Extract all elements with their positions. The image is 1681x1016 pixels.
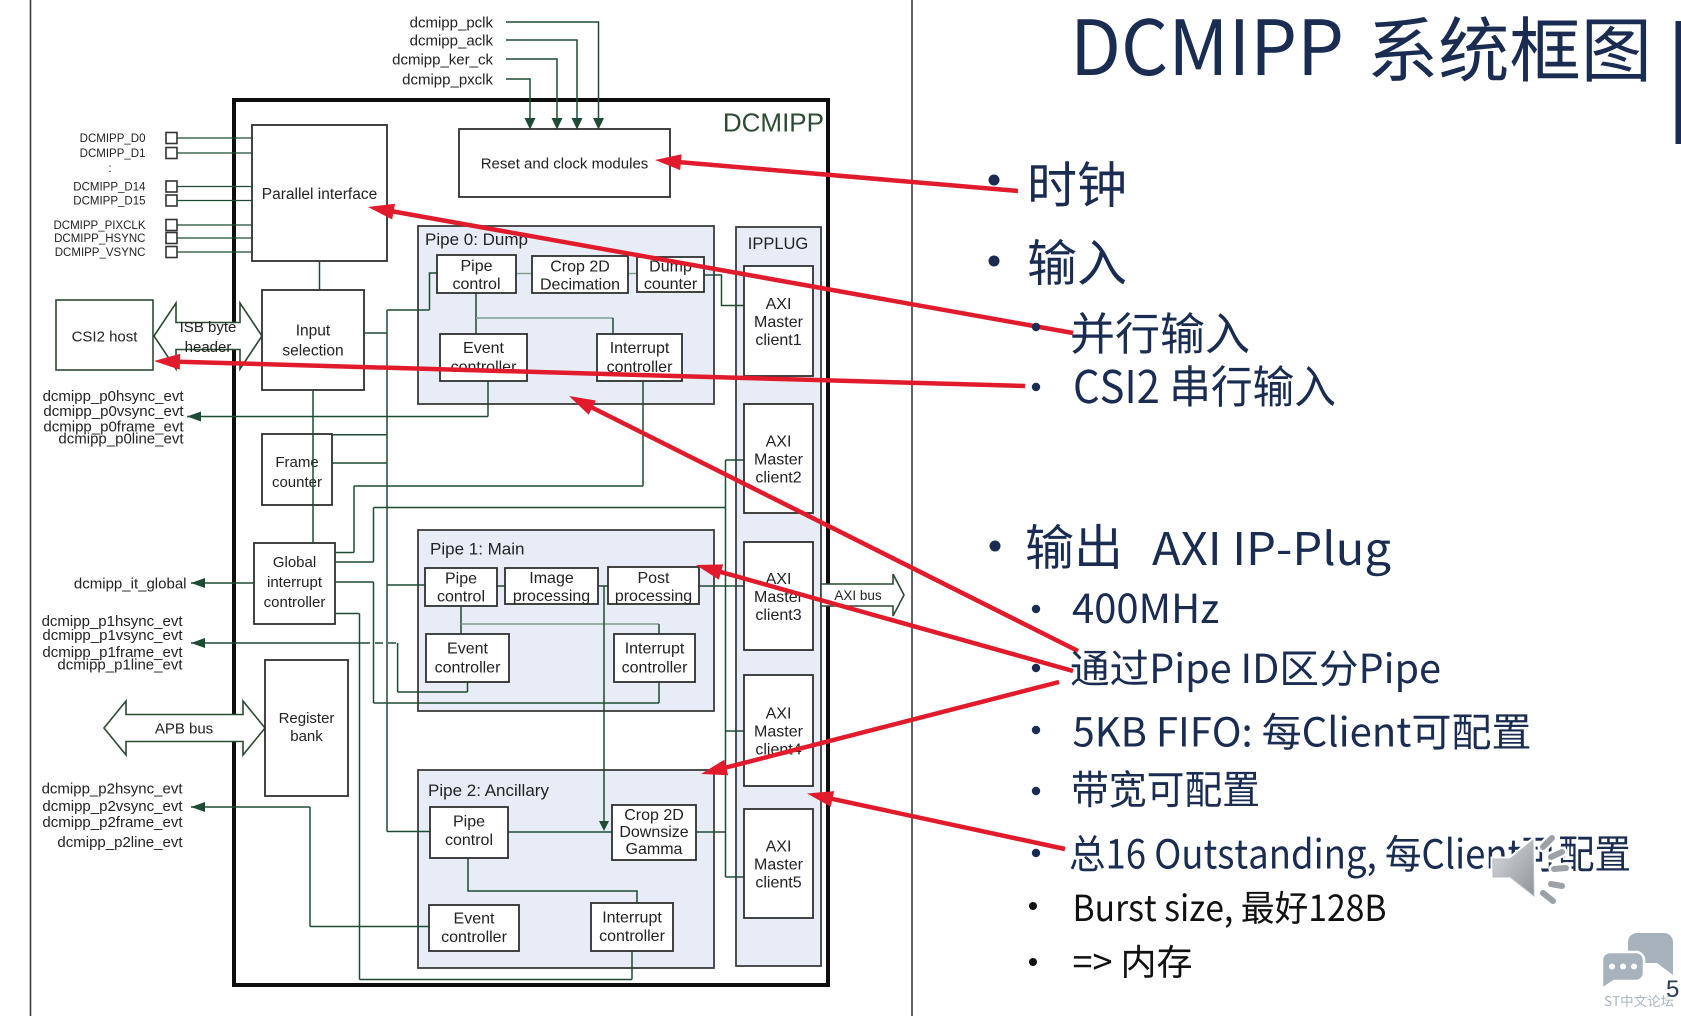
svg-text:Pipe: Pipe <box>453 814 485 831</box>
svg-text:dcmipp_p0vsync_evt: dcmipp_p0vsync_evt <box>43 403 184 420</box>
svg-text:IPPLUG: IPPLUG <box>748 235 809 253</box>
svg-text:dcmipp_pclk: dcmipp_pclk <box>410 14 494 31</box>
svg-text:dcmipp_p0frame_evt: dcmipp_p0frame_evt <box>43 418 184 435</box>
svg-text:dcmipp_p2hsync_evt: dcmipp_p2hsync_evt <box>42 780 184 797</box>
svg-text:processing: processing <box>513 588 590 605</box>
svg-text:control: control <box>437 589 485 606</box>
svg-text:Register: Register <box>279 710 335 727</box>
svg-text:AXI: AXI <box>766 434 792 451</box>
svg-text:Master: Master <box>754 314 804 331</box>
svg-text:dcmipp_ker_ck: dcmipp_ker_ck <box>392 51 493 68</box>
svg-text:Gamma: Gamma <box>626 841 683 858</box>
svg-text:dcmipp_p1vsync_evt: dcmipp_p1vsync_evt <box>42 627 183 644</box>
svg-text:controller: controller <box>435 660 501 677</box>
svg-text:dcmipp_p2frame_evt: dcmipp_p2frame_evt <box>42 814 183 831</box>
svg-text:control: control <box>452 276 500 293</box>
svg-text:Pipe: Pipe <box>460 258 492 275</box>
svg-text:DCMIPP_D14: DCMIPP_D14 <box>73 182 146 194</box>
svg-text:Downsize: Downsize <box>619 824 688 841</box>
svg-text:controller: controller <box>622 660 688 677</box>
svg-text:dcmipp_p1hsync_evt: dcmipp_p1hsync_evt <box>42 613 184 630</box>
svg-text:APB bus: APB bus <box>155 720 213 737</box>
svg-text:Master: Master <box>754 857 804 874</box>
svg-text:AXI bus: AXI bus <box>834 588 882 603</box>
svg-text:client4: client4 <box>755 742 801 759</box>
svg-text:dcmipp_p2line_evt: dcmipp_p2line_evt <box>57 834 183 851</box>
svg-text:Master: Master <box>754 724 804 741</box>
svg-text:DCMIPP_D0: DCMIPP_D0 <box>80 133 146 145</box>
svg-text:dcmipp_p1frame_evt: dcmipp_p1frame_evt <box>42 644 183 661</box>
svg-text:controller: controller <box>264 594 326 611</box>
svg-text:DCMIPP: DCMIPP <box>723 108 824 138</box>
svg-text:Pipe: Pipe <box>445 571 477 588</box>
svg-text:Event: Event <box>463 340 504 357</box>
svg-text:Pipe 1: Main: Pipe 1: Main <box>430 540 525 559</box>
svg-text:Global: Global <box>273 554 316 571</box>
svg-text:dcmipp_p0line_evt: dcmipp_p0line_evt <box>58 431 184 448</box>
svg-text:dcmipp_p1line_evt: dcmipp_p1line_evt <box>57 656 183 673</box>
svg-text:controller: controller <box>607 359 673 376</box>
svg-text:selection: selection <box>282 343 343 360</box>
svg-text:dcmipp_it_global: dcmipp_it_global <box>74 575 187 592</box>
svg-text:controller: controller <box>451 359 517 376</box>
svg-text:Crop 2D: Crop 2D <box>624 807 684 824</box>
svg-text:client5: client5 <box>755 875 801 892</box>
svg-text:client3: client3 <box>755 607 801 624</box>
svg-text:interrupt: interrupt <box>267 574 323 591</box>
svg-text:counter: counter <box>272 474 322 491</box>
svg-text:dcmipp_aclk: dcmipp_aclk <box>410 32 494 49</box>
svg-text:Input: Input <box>296 323 331 340</box>
svg-text:DCMIPP_D1: DCMIPP_D1 <box>80 148 146 160</box>
svg-text:Frame: Frame <box>275 454 318 471</box>
svg-text:dcmipp_p2vsync_evt: dcmipp_p2vsync_evt <box>42 798 183 815</box>
svg-text:AXI: AXI <box>766 839 792 856</box>
svg-text:AXI: AXI <box>766 296 792 313</box>
svg-text:controller: controller <box>599 928 665 945</box>
svg-text:DCMIPP_PIXCLK: DCMIPP_PIXCLK <box>53 220 145 232</box>
svg-text:Post: Post <box>637 570 670 587</box>
svg-text:Pipe 2: Ancillary: Pipe 2: Ancillary <box>428 781 549 800</box>
svg-text:dcmipp_p0hsync_evt: dcmipp_p0hsync_evt <box>43 388 185 405</box>
svg-text:Pipe 0: Dump: Pipe 0: Dump <box>425 230 528 249</box>
svg-text:Event: Event <box>454 911 495 928</box>
svg-text:control: control <box>445 832 493 849</box>
svg-text:CSI2 host: CSI2 host <box>72 328 139 345</box>
svg-text:Interrupt: Interrupt <box>602 910 662 927</box>
svg-text:bank: bank <box>290 728 323 745</box>
svg-text::: : <box>108 161 111 175</box>
svg-text:header: header <box>185 339 232 356</box>
svg-text:AXI: AXI <box>766 571 792 588</box>
svg-text:client2: client2 <box>755 470 801 487</box>
svg-text:processing: processing <box>615 588 692 605</box>
svg-text:Interrupt: Interrupt <box>610 340 670 357</box>
svg-text:counter: counter <box>644 276 698 293</box>
svg-text:Crop 2D: Crop 2D <box>550 259 610 276</box>
svg-text:DCMIPP_D15: DCMIPP_D15 <box>73 196 145 208</box>
svg-text:Reset and clock modules: Reset and clock modules <box>481 155 649 172</box>
svg-text:Event: Event <box>447 641 488 658</box>
svg-text:Master: Master <box>754 452 804 469</box>
svg-text:Decimation: Decimation <box>540 277 620 294</box>
svg-text:Parallel interface: Parallel interface <box>262 186 377 203</box>
svg-text:dcmipp_pxclk: dcmipp_pxclk <box>402 71 493 88</box>
svg-text:DCMIPP_VSYNC: DCMIPP_VSYNC <box>55 247 146 259</box>
svg-text:ISB byte: ISB byte <box>180 319 237 336</box>
svg-text:DCMIPP_HSYNC: DCMIPP_HSYNC <box>54 233 145 245</box>
svg-text:Image: Image <box>529 570 574 587</box>
svg-text:Interrupt: Interrupt <box>625 641 685 658</box>
svg-text:controller: controller <box>441 929 507 946</box>
svg-text:AXI: AXI <box>766 706 792 723</box>
svg-text:client1: client1 <box>755 332 801 349</box>
svg-text:5: 5 <box>1666 976 1679 1003</box>
